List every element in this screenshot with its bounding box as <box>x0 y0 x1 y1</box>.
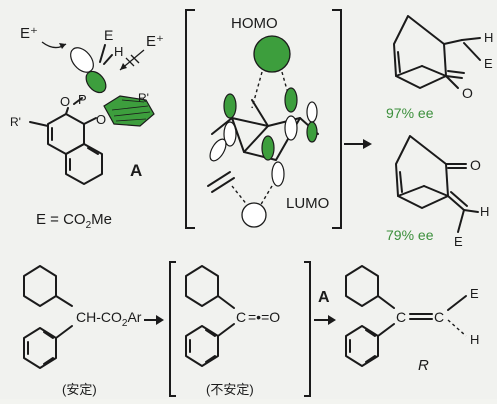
catalyst-complex-a: E⁺ E H E⁺ P O O R' <box>10 25 164 231</box>
block-mark-1 <box>125 57 135 67</box>
compound-a-label: A <box>130 161 142 180</box>
electrophile-right-label: E⁺ <box>146 33 164 50</box>
product-top: H E O 97% ee <box>386 15 493 121</box>
p-orbital-white-lobe <box>70 47 94 73</box>
ketene-c-label: C <box>236 309 246 325</box>
allene-c2-label: C <box>434 309 444 325</box>
substituent-r-right-label: R' <box>138 91 149 105</box>
lumo-label: LUMO <box>286 195 329 212</box>
bond-phenyl-ch <box>55 325 73 339</box>
stable-ester: CH-CO2Ar (安定) <box>23 265 142 397</box>
product-top-ee: 97% ee <box>386 105 434 121</box>
phenyl-ring-left <box>23 327 57 369</box>
ester-label: CH-CO2Ar <box>76 309 142 329</box>
bond-r-left <box>29 121 49 127</box>
electrophile-left-label: E⁺ <box>20 25 38 42</box>
curved-arrow-left-head <box>59 43 66 49</box>
arrow-to-products <box>344 139 372 149</box>
orbital-transition-state: HOMO LUMO <box>185 9 342 229</box>
bond-cyclohexyl-ch <box>55 295 73 307</box>
homo-label: HOMO <box>231 15 278 32</box>
blocked-arrow-head <box>120 63 127 70</box>
unstable-ketene: C =•=O (不安定) <box>169 261 311 397</box>
diene-lobe-1 <box>223 93 237 119</box>
product-top-h-label: H <box>484 30 493 45</box>
unstable-label: (不安定) <box>206 382 254 397</box>
allene-product: C C E H R <box>345 265 479 374</box>
substituent-e-label: E <box>104 27 113 43</box>
bracket-right <box>332 9 342 229</box>
lumo-dash <box>259 185 273 207</box>
allene-h-label: H <box>470 332 479 347</box>
cyclohexyl-ring-left <box>23 265 57 307</box>
product-bottom-e-label: E <box>454 234 463 249</box>
arrow-to-ketene <box>144 315 164 325</box>
product-bottom-ee: 79% ee <box>386 227 434 243</box>
diene-lobe-1b <box>223 121 237 147</box>
allene-e-label: E <box>470 286 479 301</box>
product-bottom: O H E 79% ee <box>386 135 489 249</box>
phosphorus-label: P <box>78 92 87 107</box>
bracket-left <box>185 9 195 229</box>
diene-lobe-5 <box>261 135 275 161</box>
diene-lobe-3 <box>306 101 318 123</box>
dienophile-bond-1 <box>207 171 231 187</box>
ketene-dots-label: =•=O <box>248 309 280 325</box>
diene-lobe-2 <box>284 87 298 113</box>
homo-orbital <box>253 35 291 73</box>
diene-lobe-3b <box>306 121 318 143</box>
front-naphthalene <box>47 97 103 185</box>
diene-lobe-2b <box>284 115 298 141</box>
product-top-o-label: O <box>462 85 473 101</box>
product-bottom-o-label: O <box>470 157 481 173</box>
bond-h <box>103 54 113 65</box>
dienophile-bond-2 <box>211 177 235 193</box>
oxygen-1-label: O <box>60 94 70 109</box>
allene-c1-label: C <box>396 309 406 325</box>
e-definition: E = CO2Me <box>36 211 112 231</box>
allene-r-label: R <box>418 357 429 374</box>
oxygen-2-label: O <box>96 112 106 127</box>
lumo-orbital <box>241 202 267 228</box>
dienophile-dash <box>231 185 249 207</box>
diene-lobe-4 <box>209 138 227 162</box>
reagent-a-label: A <box>318 289 330 306</box>
product-bottom-h-label: H <box>480 204 489 219</box>
ketene-bracket-left <box>169 261 176 397</box>
stable-label: (安定) <box>62 382 97 397</box>
substituent-h-label: H <box>114 44 123 59</box>
substituent-r-left-label: R' <box>10 115 21 129</box>
ketene-bracket-right <box>304 261 311 397</box>
diene-lobe-5b <box>271 161 285 187</box>
bond-e <box>99 44 106 63</box>
block-mark-2 <box>130 54 140 64</box>
arrow-to-allene: A <box>314 289 336 325</box>
product-top-e-label: E <box>484 56 493 71</box>
p-orbital-green-lobe <box>85 70 107 94</box>
green-naphthalene <box>103 95 155 127</box>
